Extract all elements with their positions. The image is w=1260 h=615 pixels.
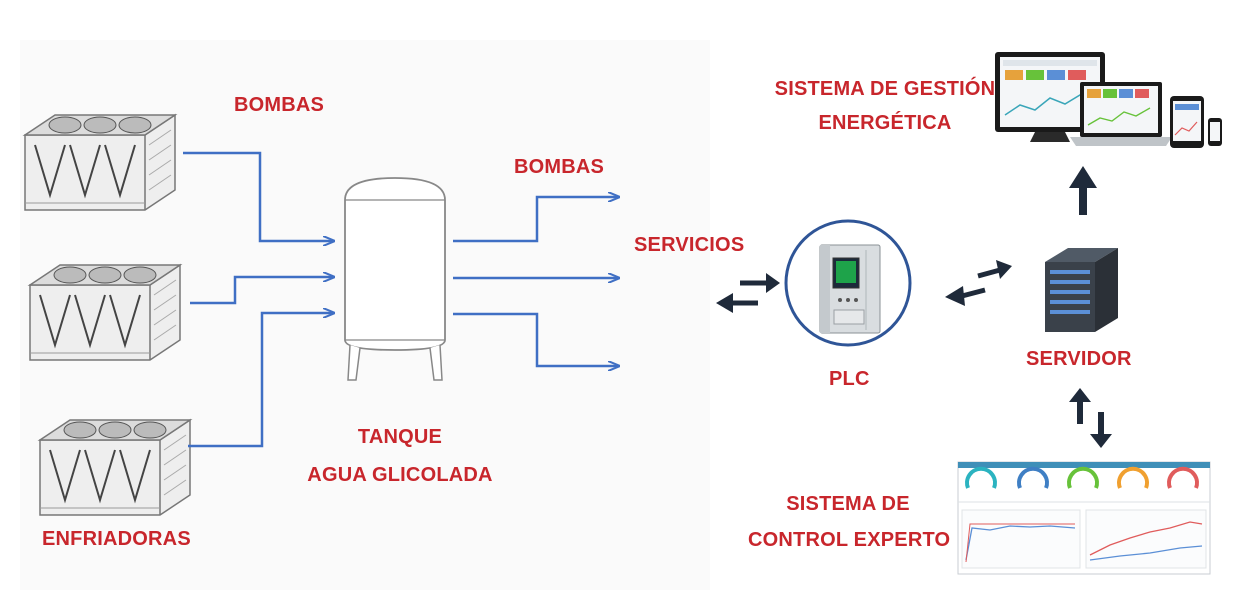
label-servidor: SERVIDOR bbox=[1026, 348, 1132, 370]
label-bombas-in: BOMBAS bbox=[234, 94, 325, 116]
label-bombas-out: BOMBAS bbox=[514, 156, 605, 178]
pipe-in-3 bbox=[188, 313, 333, 448]
monitor-dashboard-icon bbox=[995, 52, 1222, 148]
arrow-up-servidor-gestion-icon bbox=[1069, 166, 1097, 215]
label-gestion: SISTEMA DE GESTIÓN ENERGÉTICA bbox=[770, 72, 1000, 140]
label-gestion-line2: ENERGÉTICA bbox=[818, 112, 952, 134]
label-gestion-line1: SISTEMA DE GESTIÓN bbox=[774, 78, 996, 100]
label-control-line2: CONTROL EXPERTO bbox=[748, 529, 951, 551]
label-servicios: SERVICIOS bbox=[634, 234, 745, 256]
server-tower-icon bbox=[1045, 248, 1118, 332]
glycol-tank-icon bbox=[344, 177, 446, 381]
exchange-arrows-servicios-plc-icon bbox=[716, 273, 780, 313]
label-tanque-line1: TANQUE bbox=[357, 426, 443, 448]
control-dashboard-icon bbox=[957, 461, 1211, 575]
label-control: SISTEMA DE CONTROL EXPERTO bbox=[748, 486, 951, 558]
pipe-out-1 bbox=[453, 197, 618, 243]
chiller-unit-2-icon bbox=[29, 264, 181, 361]
label-plc: PLC bbox=[829, 368, 870, 390]
label-control-line1: SISTEMA DE bbox=[786, 493, 910, 515]
label-enfriadoras: ENFRIADORAS bbox=[42, 528, 191, 550]
chiller-unit-3-icon bbox=[39, 419, 191, 516]
plc-controller-icon bbox=[784, 219, 912, 347]
pipe-in-2 bbox=[190, 277, 333, 305]
label-tanque: TANQUE AGUA GLICOLADA bbox=[290, 418, 510, 494]
pipe-out-3 bbox=[453, 312, 618, 366]
exchange-arrows-plc-servidor-icon bbox=[945, 260, 1012, 306]
arrows-updown-servidor-control-icon bbox=[1069, 388, 1112, 448]
chiller-unit-1-icon bbox=[24, 114, 176, 211]
pipe-in-1 bbox=[183, 151, 333, 241]
label-tanque-line2: AGUA GLICOLADA bbox=[307, 464, 493, 486]
